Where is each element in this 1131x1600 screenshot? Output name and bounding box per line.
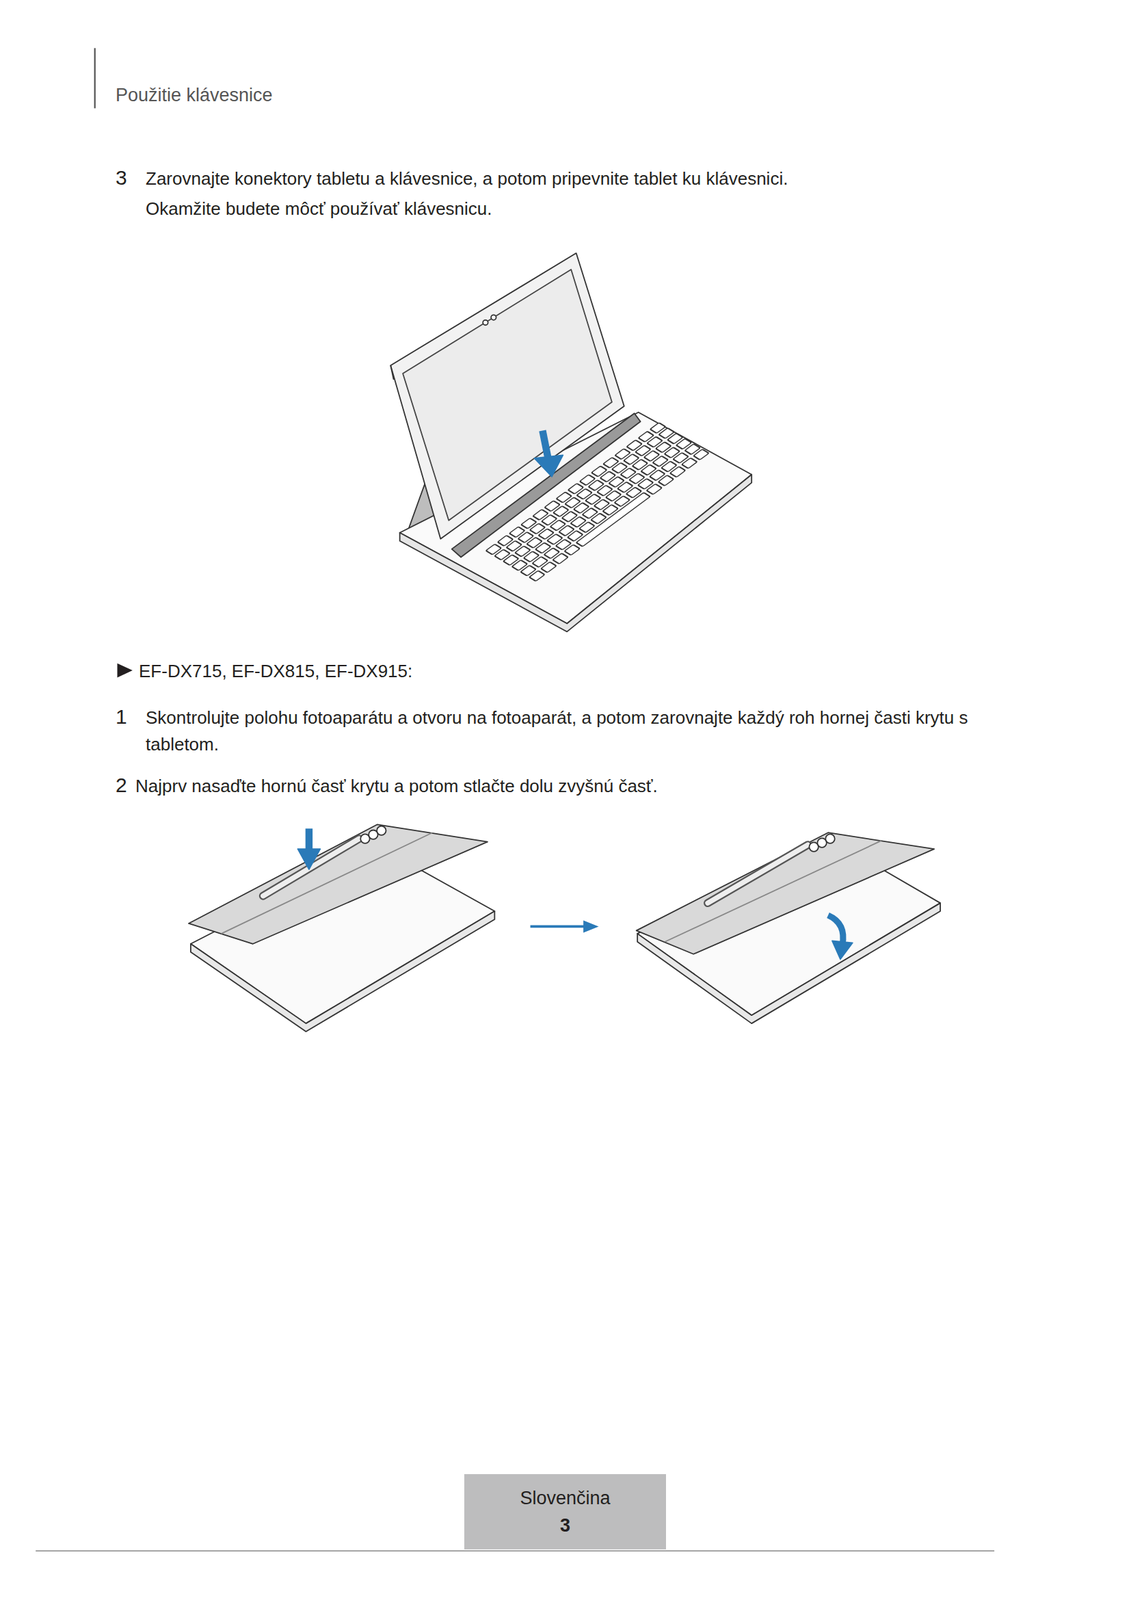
language-label: Slovenčina — [519, 1483, 610, 1512]
step-number: 1 — [115, 702, 128, 730]
key — [552, 553, 569, 565]
page-number: 3 — [560, 1511, 571, 1539]
model-list: EF-DX715, EF-DX815, EF-DX915: — [138, 657, 686, 685]
key — [693, 449, 710, 461]
key — [529, 570, 545, 582]
flow-arrow — [530, 919, 600, 933]
key — [681, 457, 698, 469]
section-header: Použitie klávesnice — [115, 82, 273, 109]
cover-figure-right — [636, 832, 941, 1023]
key — [646, 483, 662, 495]
key — [540, 561, 557, 573]
key — [658, 475, 675, 487]
key — [576, 492, 651, 547]
page-footer-box: Slovenčina3 — [464, 1473, 667, 1549]
step-text: Najprv nasaďte hornú časť krytu a potom … — [135, 772, 1025, 800]
keyboard-figure — [390, 253, 752, 632]
key — [670, 466, 686, 478]
header-rule — [94, 47, 96, 109]
step-number: 3 — [115, 164, 128, 191]
footer-rule — [35, 1549, 995, 1551]
step-text: Zarovnajte konektory tabletu a klávesnic… — [145, 165, 1035, 193]
step-text: Skontrolujte polohu fotoaparátu a otvoru… — [145, 704, 997, 758]
cover-figure-left — [188, 823, 495, 1032]
step-number: 2 — [115, 771, 128, 798]
keyboard-keys — [486, 422, 710, 582]
step-text: Okamžite budete môcť používať klávesnicu… — [145, 195, 1035, 223]
key — [564, 544, 580, 556]
bullet-triangle — [117, 663, 133, 678]
